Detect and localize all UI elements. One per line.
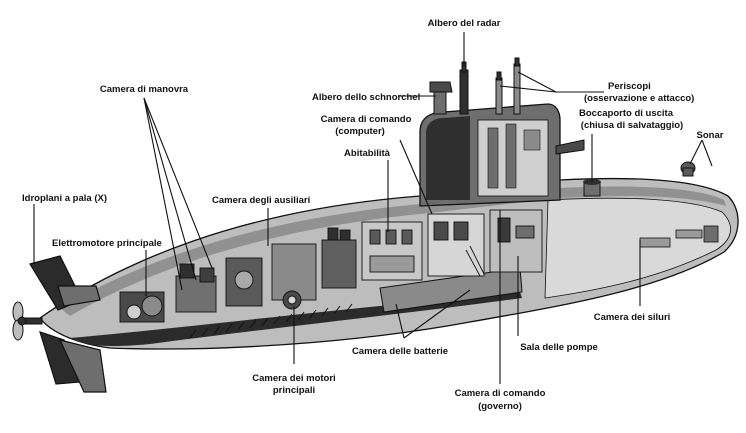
label-escape-hatch-sub: (chiusa di salvataggio) bbox=[581, 120, 683, 131]
label-pump-room: Sala delle pompe bbox=[520, 342, 598, 353]
label-snorkel-mast: Albero dello schnorchel bbox=[312, 92, 420, 103]
machinery bbox=[119, 227, 357, 323]
label-sonar: Sonar bbox=[697, 130, 724, 141]
masts bbox=[429, 57, 521, 115]
callout-labels: Albero del radar Periscopi (osservazione… bbox=[22, 18, 724, 412]
label-control-room-steering: Camera di comando bbox=[455, 388, 546, 399]
hull-upper-shading bbox=[60, 186, 726, 316]
label-dive-planes: Idroplani a pala (X) bbox=[22, 193, 107, 204]
label-auxiliary-room: Camera degli ausiliari bbox=[212, 195, 310, 206]
propeller bbox=[12, 301, 43, 341]
label-habitability: Abitabilità bbox=[344, 148, 391, 159]
label-control-room-computer-sub: (computer) bbox=[335, 126, 385, 137]
label-maneuver-room: Camera di manovra bbox=[100, 84, 189, 95]
submarine-illustration bbox=[12, 57, 739, 393]
label-main-electric-motor: Elettromotore principale bbox=[52, 238, 162, 249]
label-main-engine-room-sub: principali bbox=[273, 385, 315, 396]
label-radar-mast: Albero del radar bbox=[428, 18, 501, 29]
label-battery-room: Camera delle batterie bbox=[352, 346, 448, 357]
central-compartments bbox=[361, 209, 543, 281]
leader-lines bbox=[33, 32, 713, 384]
tail-dive-planes bbox=[29, 255, 107, 393]
deck-hatching bbox=[189, 303, 353, 339]
label-periscopes: Periscopi bbox=[608, 81, 651, 92]
bow-section bbox=[544, 197, 731, 299]
label-control-room-computer: Camera di comando bbox=[321, 114, 412, 125]
label-periscopes-sub: (osservazione e attacco) bbox=[584, 93, 694, 104]
label-escape-hatch: Boccaporto di uscita bbox=[579, 108, 674, 119]
label-torpedo-room: Camera dei siluri bbox=[594, 312, 671, 323]
label-control-room-steering-sub: (governo) bbox=[478, 401, 522, 412]
sonar-dome bbox=[680, 161, 696, 177]
sail-conning-tower bbox=[419, 103, 585, 207]
label-main-engine-room: Camera dei motori bbox=[252, 373, 335, 384]
